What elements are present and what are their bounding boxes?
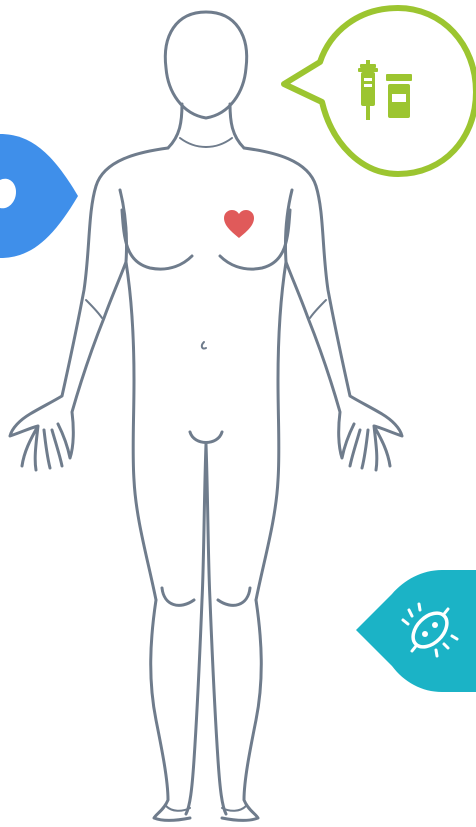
- left-foot-toes: [166, 806, 190, 811]
- right-elbow-line: [310, 300, 326, 318]
- left-inner-leg: [186, 444, 206, 814]
- infections-callout[interactable]: [352, 566, 476, 698]
- clavicle-line: [180, 138, 232, 147]
- body-right-contour: [244, 148, 402, 470]
- right-inner-leg: [206, 444, 226, 814]
- head-outline: [165, 12, 246, 118]
- neck-right: [230, 104, 244, 148]
- left-outer-leg: [151, 600, 190, 820]
- right-knee: [218, 588, 250, 605]
- navel: [202, 342, 206, 349]
- groin-line: [190, 432, 222, 443]
- torso-left-side: [126, 262, 156, 600]
- right-outer-leg: [222, 600, 261, 820]
- torso-right-side: [256, 262, 286, 600]
- neck-left: [168, 104, 182, 148]
- left-category-callout[interactable]: [0, 130, 80, 260]
- chest-left: [122, 210, 192, 269]
- right-foot-toes: [222, 806, 246, 811]
- left-knee: [162, 588, 194, 605]
- medications-callout[interactable]: [280, 4, 476, 180]
- heart-icon[interactable]: [222, 208, 256, 240]
- left-elbow-line: [86, 300, 102, 318]
